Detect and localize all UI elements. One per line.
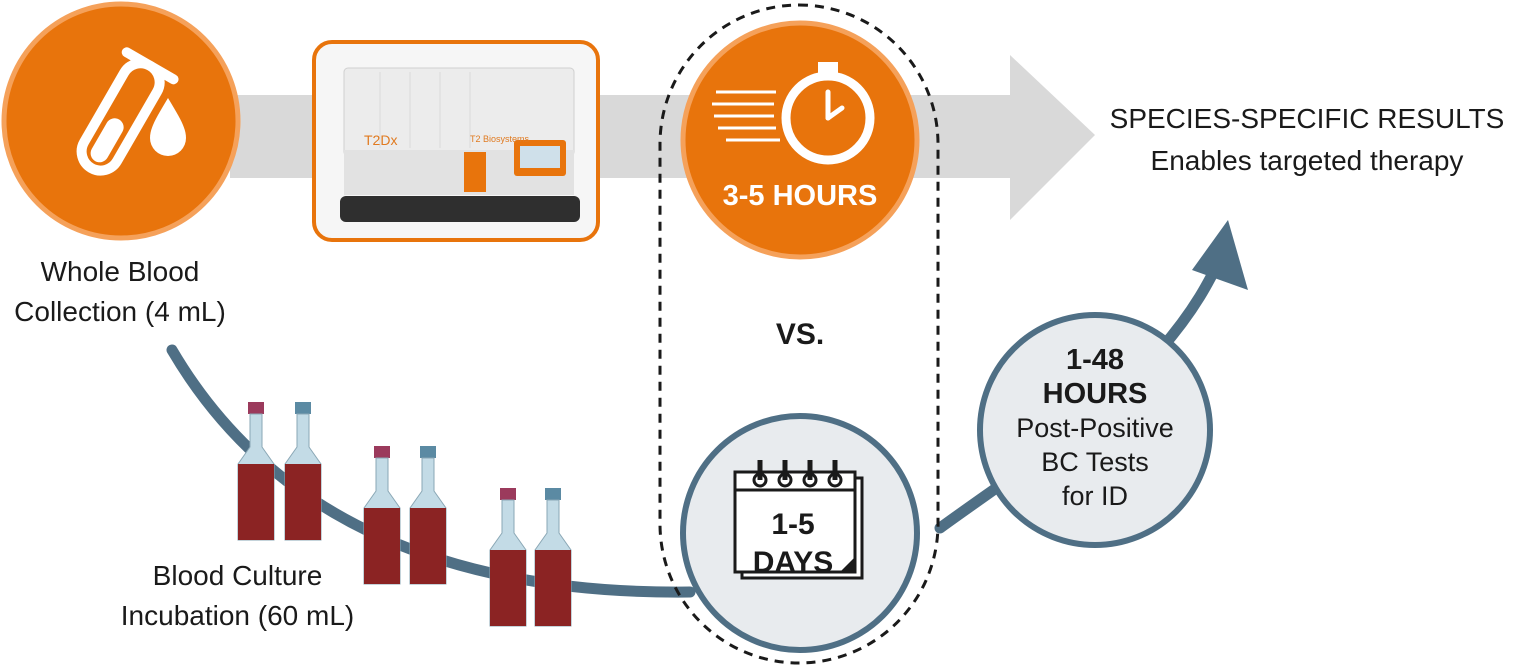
fast-time-label: 3-5 HOURS	[722, 180, 878, 212]
bottom-flow-curve	[166, 344, 696, 598]
blood-culture-label: Blood Culture Incubation (60 mL)	[95, 556, 380, 636]
results-line2: Enables targeted therapy	[1150, 145, 1464, 176]
vs-label: VS.	[775, 318, 825, 351]
days-label: 1-5 DAYS	[738, 506, 848, 582]
results-line1: SPECIES-SPECIFIC RESULTS	[1109, 103, 1505, 134]
bottom-flow-arrowhead	[1192, 220, 1248, 290]
device-brand-label: T2Dx	[364, 132, 398, 148]
stopwatch-icon	[680, 20, 920, 260]
post-desc-line1: Post-Positive	[1016, 413, 1174, 443]
test-tube-drop-icon	[1, 1, 241, 241]
post-positive-label: 1-48 HOURS Post-Positive BC Tests for ID	[985, 343, 1205, 513]
blood-culture-bottle-icon	[237, 402, 572, 627]
results-label: SPECIES-SPECIFIC RESULTS Enables targete…	[1092, 98, 1521, 182]
days-line1: 1-5	[771, 508, 815, 541]
whole-blood-line2: Collection (4 mL)	[14, 296, 226, 327]
whole-blood-label: Whole Blood Collection (4 mL)	[0, 252, 240, 332]
device-maker-label: T2 Biosystems	[470, 134, 530, 144]
post-hours-line1: 1-48	[1065, 344, 1125, 376]
post-desc-line3: for ID	[1061, 481, 1128, 511]
post-hours-line2: HOURS	[1042, 378, 1148, 410]
whole-blood-line1: Whole Blood	[40, 256, 200, 287]
post-positive-circle	[977, 312, 1213, 548]
calendar-icon	[680, 413, 920, 653]
culture-line1: Blood Culture	[152, 560, 323, 591]
t2dx-instrument-image	[312, 40, 600, 242]
post-desc-line2: BC Tests	[1041, 447, 1149, 477]
comparison-divider	[658, 3, 940, 665]
culture-line2: Incubation (60 mL)	[120, 600, 355, 631]
days-line2: DAYS	[752, 546, 834, 579]
